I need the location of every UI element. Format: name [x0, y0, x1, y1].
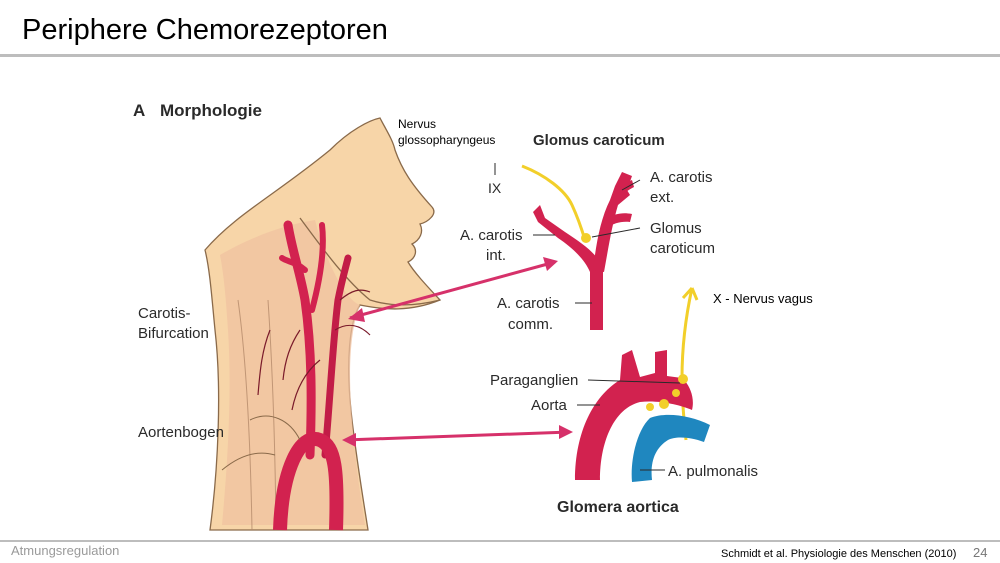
arrow-aorta-head-left [342, 433, 356, 447]
label-paraganglien: Paraganglien [490, 372, 578, 389]
label-glomus-caroticum-heading: Glomus caroticum [533, 132, 665, 149]
arrow-aorta [344, 430, 571, 442]
label-aorta: Aorta [531, 397, 568, 414]
small-vessels [257, 289, 371, 411]
trachea [237, 299, 277, 531]
neck-collarbone [221, 415, 301, 471]
connector-arrows [342, 257, 573, 447]
panel-title: Morphologie [160, 101, 262, 120]
footer-divider [0, 540, 1000, 542]
footer-section-label: Atmungsregulation [11, 543, 120, 558]
pulmonary-artery [631, 414, 710, 482]
label-pulmonalis: A. pulmonalis [668, 463, 758, 480]
neck-artery-branch [279, 222, 326, 313]
label-carotis-comm-line1: A. carotis [497, 295, 560, 312]
label-nervus-vagus: X - Nervus vagus [713, 291, 813, 306]
neck-artery [283, 220, 316, 460]
arrow-carotis [349, 260, 556, 320]
label-aortenbogen: Aortenbogen [138, 424, 224, 441]
panel-letter: A [133, 101, 145, 120]
label-carotis-int-line2: int. [486, 247, 506, 264]
title-divider [0, 54, 1000, 57]
paraganglion [659, 399, 669, 409]
label-carotis-comm-line2: comm. [508, 316, 553, 333]
arrow-carotis-head-right [543, 257, 558, 271]
neck-artery-second [321, 254, 352, 459]
jaw-line [299, 217, 441, 306]
arrow-aorta-head-right [559, 425, 573, 439]
carotid-leaders [494, 163, 641, 304]
carotid-ext-branch [606, 213, 632, 228]
label-carotis-bifurcation-line1: Carotis- [138, 305, 191, 322]
paraganglion [672, 389, 680, 397]
label-glossopharyngeus: glossopharyngeus [398, 133, 495, 147]
slide-title: Periphere Chemorezeptoren [22, 14, 388, 46]
label-carotis-ext-line2: ext. [650, 189, 674, 206]
label-carotis-ext-line1: A. carotis [650, 169, 713, 186]
page-number: 24 [973, 545, 988, 560]
label-carotis-bifurcation-line2: Bifurcation [138, 325, 209, 342]
carotid-vessels [533, 205, 603, 330]
footer-source-citation: Schmidt et al. Physiologie des Menschen … [721, 548, 957, 560]
carotid-bifurcation-detail [494, 163, 641, 330]
paraganglion [646, 403, 654, 411]
diagram-labels: A Morphologie Carotis- Bifurcation Aorte… [133, 101, 813, 516]
label-nervus: Nervus [398, 117, 436, 131]
chemoreceptor-diagram: A Morphologie Carotis- Bifurcation Aorte… [133, 101, 813, 531]
neck-aortic-arch [273, 432, 344, 531]
glomus-body [581, 233, 591, 243]
paraganglion [678, 374, 688, 384]
aortic-arch-detail [575, 286, 710, 482]
label-glomus-line2: caroticum [650, 240, 715, 257]
label-glomera-aortica-heading: Glomera aortica [557, 499, 679, 516]
arrow-carotis-head-left [348, 308, 365, 322]
label-nerve-roman-ix: IX [488, 180, 502, 196]
aortic-leaders [577, 379, 681, 471]
label-carotis-int-line1: A. carotis [460, 227, 523, 244]
head-illustration [204, 117, 442, 531]
glossopharyngeal-nerve [521, 164, 587, 241]
label-glomus-line1: Glomus [650, 220, 702, 237]
carotid-ext-branch-2 [612, 180, 634, 202]
